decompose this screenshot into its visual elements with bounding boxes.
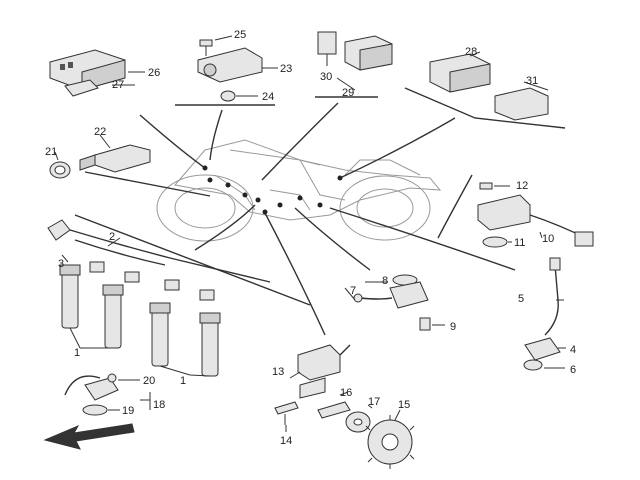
ignition-coil-a[interactable] xyxy=(59,264,81,329)
bolt-9[interactable] xyxy=(419,317,431,331)
callout-8: 8 xyxy=(382,275,388,287)
bolt-12[interactable] xyxy=(479,182,493,190)
callout-1a: 1 xyxy=(74,347,80,359)
callout-19: 19 xyxy=(122,405,134,417)
callout-22: 22 xyxy=(94,126,106,138)
relay-31[interactable] xyxy=(494,87,549,121)
sensor-10[interactable] xyxy=(477,194,594,247)
sensor-7[interactable] xyxy=(353,281,429,309)
callout-26: 26 xyxy=(148,67,160,79)
callout-4: 4 xyxy=(570,344,576,356)
relay-28[interactable] xyxy=(429,53,491,93)
ignition-coil-b[interactable] xyxy=(102,284,124,349)
callout-14: 14 xyxy=(280,435,292,447)
sensor-5[interactable] xyxy=(524,257,561,361)
plate-16[interactable] xyxy=(317,401,351,419)
ignition-coil-d[interactable] xyxy=(199,312,221,377)
oring-11[interactable] xyxy=(482,236,508,248)
callout-31: 31 xyxy=(526,75,538,87)
timing-rotor-15[interactable] xyxy=(365,415,415,469)
bolt-14[interactable] xyxy=(274,401,299,425)
motorcycle-outline xyxy=(156,139,442,242)
callout-16: 16 xyxy=(340,387,352,399)
callout-24: 24 xyxy=(262,91,274,103)
callout-6: 6 xyxy=(570,364,576,376)
callout-30: 30 xyxy=(320,71,332,83)
callout-7: 7 xyxy=(350,285,356,297)
crank-sensor-13[interactable] xyxy=(297,344,351,399)
intake-pressure-sensor[interactable] xyxy=(197,47,263,83)
relay-29[interactable] xyxy=(344,35,393,71)
callout-27: 27 xyxy=(112,79,124,91)
bolt-25[interactable] xyxy=(199,39,213,56)
oring-21[interactable] xyxy=(49,161,71,179)
callout-10: 10 xyxy=(542,233,554,245)
ecu-connector[interactable] xyxy=(64,79,99,97)
harness-clamp-3[interactable] xyxy=(47,219,71,241)
callout-17: 17 xyxy=(368,396,380,408)
callout-21: 21 xyxy=(45,146,57,158)
callout-2: 2 xyxy=(109,231,115,243)
leader-lines xyxy=(74,87,566,336)
callout-5: 5 xyxy=(518,293,524,305)
ignition-coil-c[interactable] xyxy=(149,302,171,367)
callout-3: 3 xyxy=(58,258,64,270)
callout-12: 12 xyxy=(516,180,528,192)
bolt-20[interactable] xyxy=(107,373,117,383)
callout-29: 29 xyxy=(342,87,354,99)
callout-15: 15 xyxy=(398,399,410,411)
callout-1b: 1 xyxy=(180,375,186,387)
callout-13: 13 xyxy=(272,366,284,378)
callout-25: 25 xyxy=(234,29,246,41)
sensor-22[interactable] xyxy=(79,144,151,173)
callout-23: 23 xyxy=(280,63,292,75)
washer-17[interactable] xyxy=(345,411,371,433)
callout-18: 18 xyxy=(153,399,165,411)
relay-30[interactable] xyxy=(317,31,337,66)
callout-28: 28 xyxy=(465,46,477,58)
oring-19[interactable] xyxy=(82,404,108,416)
callout-11: 11 xyxy=(514,237,525,249)
grommet-24[interactable] xyxy=(220,90,236,102)
oring-6[interactable] xyxy=(523,359,543,371)
sensor-18[interactable] xyxy=(64,375,119,401)
direction-arrow-icon xyxy=(43,423,135,450)
connection-points xyxy=(202,165,343,215)
callout-labels: 1 1 2 3 4 5 6 7 8 9 10 11 12 13 14 15 16… xyxy=(45,29,576,447)
wiring-harness[interactable] xyxy=(69,229,271,301)
callout-20: 20 xyxy=(143,375,155,387)
callout-9: 9 xyxy=(450,321,456,333)
